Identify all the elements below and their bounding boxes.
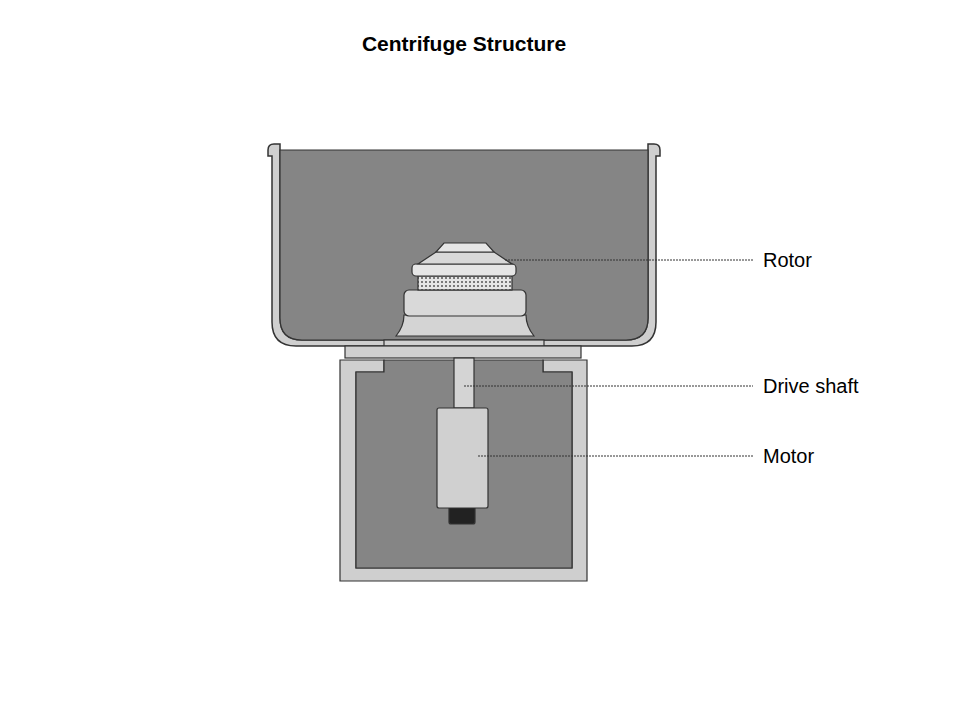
base-plate	[345, 340, 581, 358]
part-label: Rotor	[763, 249, 812, 272]
leader-line	[464, 386, 753, 387]
diagram-title: Centrifuge Structure	[362, 32, 566, 56]
bowl	[268, 144, 660, 346]
part-label: Motor	[763, 445, 814, 468]
leader-lines	[464, 260, 753, 456]
motor	[437, 408, 488, 524]
part-label: Drive shaft	[763, 375, 859, 398]
drive-shaft	[454, 358, 474, 408]
leader-line	[478, 456, 753, 457]
leader-line	[505, 260, 753, 261]
rotor	[396, 243, 534, 336]
